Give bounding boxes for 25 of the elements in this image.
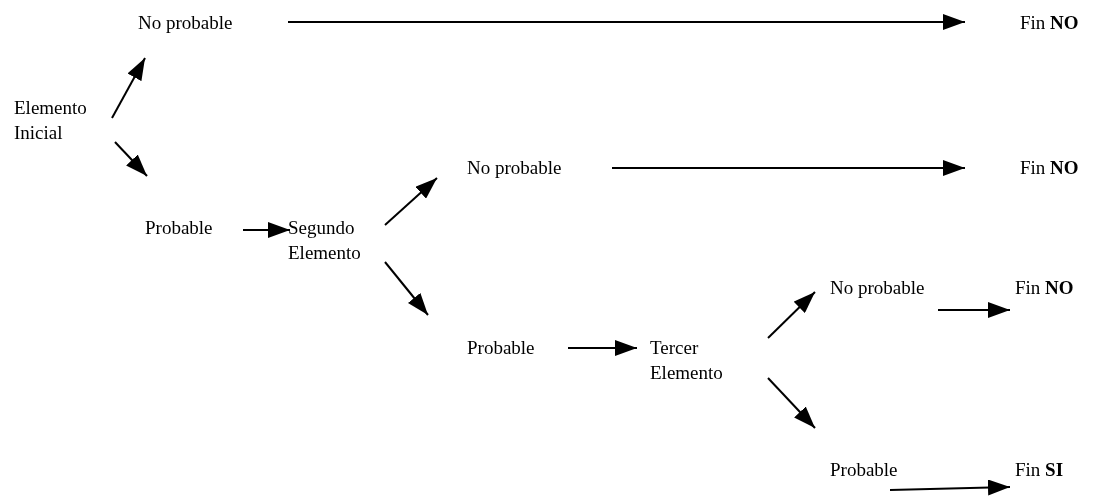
node-label: Fin SI [1015, 458, 1064, 482]
arrow [242, 222, 291, 238]
node-label: Fin NO [1015, 276, 1074, 300]
node-label: Elemento Inicial [14, 96, 88, 145]
node-label: Tercer Elemento [650, 336, 724, 385]
arrow [111, 57, 146, 119]
node-label: Segundo Elemento [288, 216, 362, 265]
node-label: No probable [467, 156, 562, 180]
node-label: Fin NO [1020, 11, 1079, 35]
node-label: Probable [830, 458, 898, 482]
node-label: Probable [467, 336, 535, 360]
arrow [567, 340, 638, 356]
arrow [287, 14, 966, 30]
node-label: No probable [138, 11, 233, 35]
arrow [384, 261, 429, 316]
arrow [889, 479, 1011, 496]
arrow [611, 160, 966, 176]
node-label: No probable [830, 276, 925, 300]
arrow [937, 302, 1011, 318]
node-label: Probable [145, 216, 213, 240]
arrow [384, 177, 438, 226]
arrow [767, 291, 816, 339]
arrow [114, 141, 148, 177]
arrow [767, 377, 816, 429]
node-label: Fin NO [1020, 156, 1079, 180]
